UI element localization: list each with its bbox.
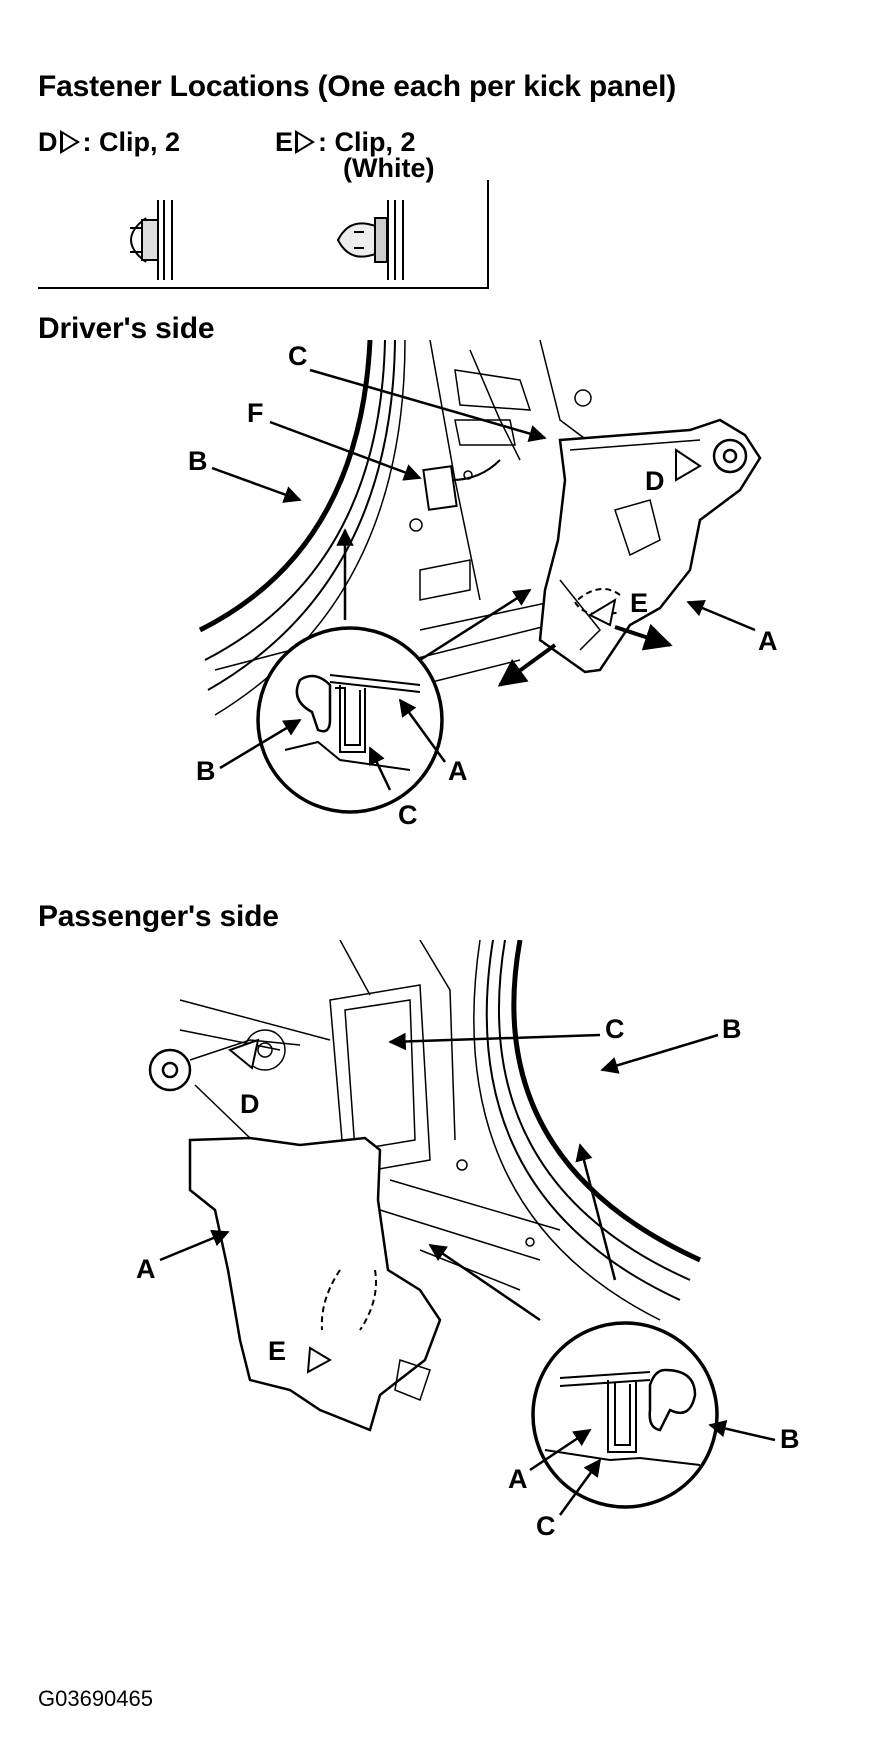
inset-label-a: A [448, 756, 468, 786]
body-structure [179, 940, 561, 1291]
label-f: F [247, 398, 264, 428]
legend-clip-e: E : Clip, 2 [275, 128, 416, 156]
legend-clip-d: D : Clip, 2 [38, 128, 180, 156]
label-d: D [645, 466, 665, 496]
label-c: C [605, 1014, 625, 1044]
clip-detail-box [38, 180, 489, 289]
clip-e-marker [306, 1346, 333, 1374]
legend-d-text: : Clip, 2 [82, 127, 181, 157]
label-c: C [288, 341, 308, 371]
inset-label-c: C [536, 1511, 556, 1541]
inset-label-a: A [508, 1464, 528, 1494]
label-a: A [136, 1254, 156, 1284]
door-opening-seal [473, 940, 702, 1321]
clip-d-marker [675, 448, 702, 482]
legend-e-note: (White) [343, 153, 435, 183]
triangle-marker-icon [59, 130, 80, 154]
legend-d-letter: D [38, 127, 58, 157]
passengers-side-figure: C B D E A B A C [136, 940, 800, 1541]
kick-panel [538, 418, 762, 674]
clip-e-illustration [336, 200, 404, 280]
figure-code: G03690465 [38, 1686, 153, 1711]
inset-label-b: B [780, 1424, 800, 1454]
inset-label-c: C [398, 800, 418, 830]
label-e: E [268, 1336, 286, 1366]
clip-d-marker [227, 1038, 260, 1070]
drivers-side-heading: Driver's side [38, 312, 215, 345]
label-b: B [722, 1014, 742, 1044]
page-title: Fastener Locations (One each per kick pa… [38, 70, 677, 103]
triangle-marker-icon [295, 130, 316, 154]
label-d: D [240, 1089, 260, 1119]
legend-e-text: : Clip, 2 [318, 127, 416, 157]
passengers-side-heading: Passenger's side [38, 900, 279, 933]
label-e: E [630, 588, 648, 618]
kick-panel [148, 1039, 442, 1432]
label-b: B [188, 446, 208, 476]
label-a: A [758, 626, 778, 656]
drivers-side-figure: C F B D E A B A C [188, 340, 778, 830]
wire-connector [422, 459, 501, 511]
clip-d-illustration [130, 200, 173, 280]
inset-label-b: B [196, 756, 216, 786]
clip-cross-section-inset [531, 1321, 719, 1509]
clip-cross-section-inset [256, 626, 444, 814]
clip-e-marker [587, 597, 617, 627]
legend-e-letter: E [275, 127, 294, 157]
